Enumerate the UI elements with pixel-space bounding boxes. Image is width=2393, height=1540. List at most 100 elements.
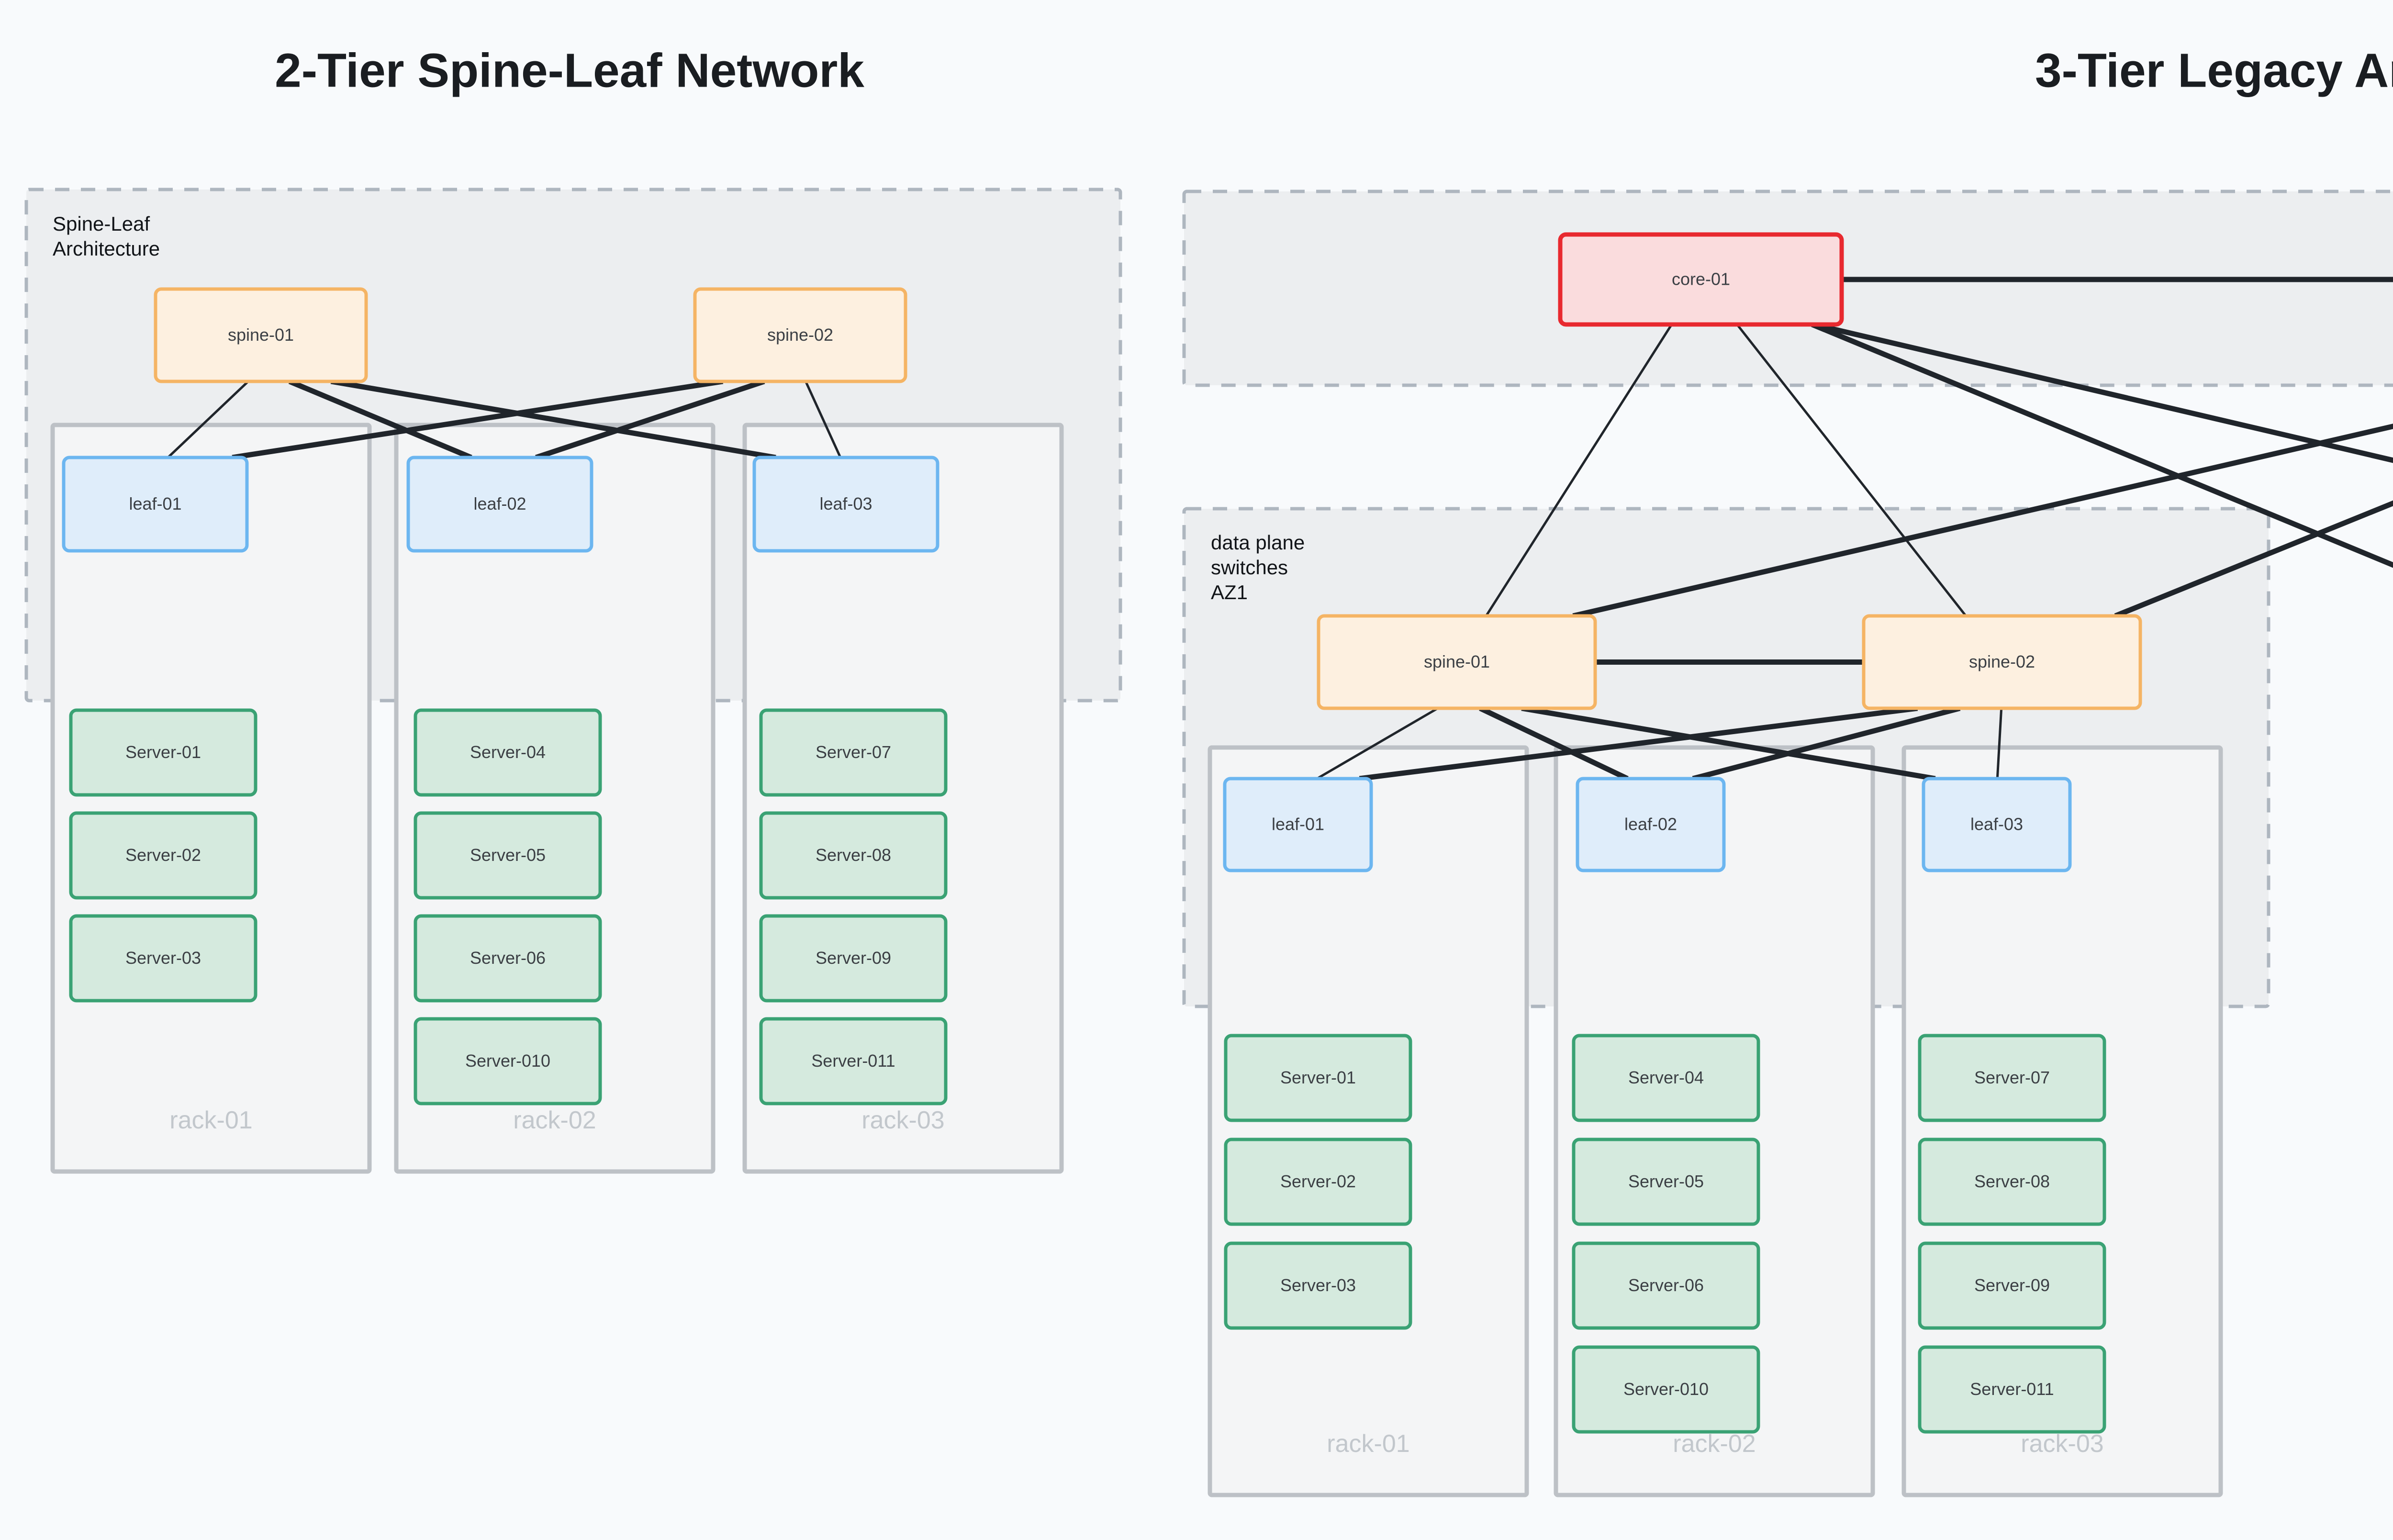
server-box[interactable] — [69, 708, 257, 797]
spine-box[interactable] — [1317, 614, 1597, 710]
node-R-spine-02[interactable]: spine-02 — [1862, 614, 2142, 710]
server-box[interactable] — [1572, 1034, 1760, 1122]
node-R-leaf-01[interactable]: leaf-01 — [1223, 777, 1373, 872]
server-box[interactable] — [759, 914, 948, 1003]
node-label: leaf-03 — [819, 494, 872, 513]
server-box[interactable] — [1918, 1034, 2106, 1122]
node-label: Server-09 — [816, 948, 891, 968]
leaf-box[interactable] — [752, 456, 939, 553]
node-R-srv-04[interactable]: Server-04 — [1572, 1034, 1760, 1122]
server-box[interactable] — [1572, 1138, 1760, 1226]
leaf-box[interactable] — [1922, 777, 2072, 872]
leaf-box[interactable] — [1576, 777, 1726, 872]
node-R-srv-011[interactable]: Server-011 — [1918, 1345, 2106, 1434]
link-L-spine-02-to-L-leaf-03 — [805, 380, 842, 458]
link-L-spine-01-to-L-leaf-02 — [288, 379, 472, 460]
rack-label: rack-01 — [1327, 1430, 1409, 1458]
node-R-spine-01[interactable]: spine-01 — [1317, 614, 1597, 710]
node-label: spine-01 — [1424, 652, 1490, 671]
node-L-srv-011[interactable]: Server-011 — [759, 1017, 948, 1105]
server-box[interactable] — [69, 914, 257, 1003]
node-L-leaf-03[interactable]: leaf-03 — [752, 456, 939, 553]
server-box[interactable] — [69, 811, 257, 900]
leaf-box[interactable] — [62, 456, 249, 553]
node-label: Server-01 — [125, 742, 201, 762]
node-label: Server-010 — [465, 1051, 550, 1071]
node-R-leaf-03[interactable]: leaf-03 — [1922, 777, 2072, 872]
node-R-srv-01[interactable]: Server-01 — [1224, 1034, 1412, 1122]
node-R-srv-06[interactable]: Server-06 — [1572, 1241, 1760, 1330]
link-R-core-02-to-R-spine-01 — [1572, 424, 2393, 619]
node-L-spine-01[interactable]: spine-01 — [154, 287, 368, 383]
leaf-box[interactable] — [1223, 777, 1373, 872]
node-label: leaf-02 — [1624, 815, 1677, 834]
node-L-spine-02[interactable]: spine-02 — [693, 287, 907, 383]
server-box[interactable] — [759, 811, 948, 900]
node-L-leaf-01[interactable]: leaf-01 — [62, 456, 249, 553]
spine-box[interactable] — [1862, 614, 2142, 710]
leaf-box[interactable] — [406, 456, 593, 553]
panel-title-left: 2-Tier Spine-Leaf Network — [275, 44, 864, 97]
node-R-srv-010[interactable]: Server-010 — [1572, 1345, 1760, 1434]
node-R-srv-03[interactable]: Server-03 — [1224, 1241, 1412, 1330]
server-box[interactable] — [1224, 1241, 1412, 1330]
link-R-core-01-to-R-spine-04 — [1812, 322, 2393, 463]
core-box[interactable] — [1558, 232, 1844, 327]
server-box[interactable] — [414, 708, 602, 797]
node-R-srv-08[interactable]: Server-08 — [1918, 1138, 2106, 1226]
link-R-core-01-to-R-spine-02 — [1736, 324, 1967, 617]
link-L-spine-02-to-L-leaf-02 — [535, 379, 765, 460]
spine-box[interactable] — [154, 287, 368, 383]
node-R-srv-07[interactable]: Server-07 — [1918, 1034, 2106, 1122]
node-label: spine-01 — [228, 325, 294, 345]
server-box[interactable] — [414, 1017, 602, 1105]
node-L-srv-01[interactable]: Server-01 — [69, 708, 257, 797]
node-label: Server-02 — [1280, 1172, 1356, 1191]
node-R-core-01[interactable]: core-01 — [1558, 232, 1844, 327]
node-L-leaf-02[interactable]: leaf-02 — [406, 456, 593, 553]
node-R-srv-09[interactable]: Server-09 — [1918, 1241, 2106, 1330]
link-R-spine-02-to-R-leaf-03 — [1996, 708, 2003, 779]
spine-box[interactable] — [693, 287, 907, 383]
server-box[interactable] — [1224, 1138, 1412, 1226]
rack-label: rack-02 — [513, 1106, 596, 1134]
node-label: leaf-02 — [473, 494, 526, 513]
server-box[interactable] — [759, 1017, 948, 1105]
server-box[interactable] — [1572, 1345, 1760, 1434]
node-label: Server-03 — [125, 948, 201, 968]
node-L-srv-09[interactable]: Server-09 — [759, 914, 948, 1003]
node-L-srv-02[interactable]: Server-02 — [69, 811, 257, 900]
node-L-srv-05[interactable]: Server-05 — [414, 811, 602, 900]
node-R-srv-05[interactable]: Server-05 — [1572, 1138, 1760, 1226]
link-R-core-01-to-R-spine-01 — [1485, 324, 1673, 617]
node-label: leaf-01 — [129, 494, 181, 513]
node-label: Server-06 — [470, 948, 546, 968]
link-R-spine-01-to-R-leaf-03 — [1521, 705, 1936, 781]
node-label: leaf-01 — [1272, 815, 1324, 834]
server-box[interactable] — [414, 811, 602, 900]
node-R-srv-02[interactable]: Server-02 — [1224, 1138, 1412, 1226]
server-box[interactable] — [1918, 1138, 2106, 1226]
node-label: Server-01 — [1280, 1068, 1356, 1087]
server-box[interactable] — [1918, 1241, 2106, 1330]
node-L-srv-06[interactable]: Server-06 — [414, 914, 602, 1003]
node-L-srv-04[interactable]: Server-04 — [414, 708, 602, 797]
group-label-az1: switches — [1211, 556, 1288, 579]
node-L-srv-03[interactable]: Server-03 — [69, 914, 257, 1003]
server-box[interactable] — [414, 914, 602, 1003]
server-box[interactable] — [759, 708, 948, 797]
node-L-srv-07[interactable]: Server-07 — [759, 708, 948, 797]
link-R-core-02-to-R-spine-02 — [2114, 500, 2393, 619]
node-R-leaf-02[interactable]: leaf-02 — [1576, 777, 1726, 872]
server-box[interactable] — [1918, 1345, 2106, 1434]
node-label: Server-03 — [1280, 1275, 1356, 1295]
server-box[interactable] — [1572, 1241, 1760, 1330]
node-L-srv-08[interactable]: Server-08 — [759, 811, 948, 900]
node-L-srv-010[interactable]: Server-010 — [414, 1017, 602, 1105]
node-label: spine-02 — [767, 325, 833, 345]
server-box[interactable] — [1224, 1034, 1412, 1122]
group-label-spine-leaf-arch: Spine-Leaf — [53, 212, 150, 235]
